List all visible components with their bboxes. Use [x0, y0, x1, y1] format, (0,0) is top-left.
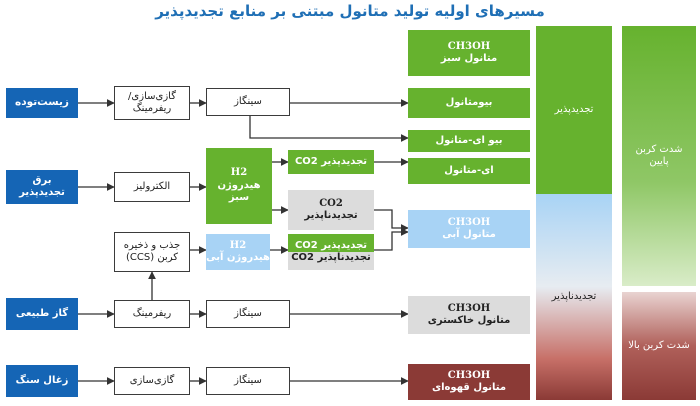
nonrenewable-co2: CO2 تجدیدناپذیر — [288, 190, 374, 230]
process-electrolysis-label: الکترولیز — [133, 180, 171, 192]
source-electricity: برق تجدیدپذیر — [6, 170, 78, 204]
blue-hydrogen: H2 هیدروژن آبی — [206, 234, 270, 270]
product-bio-e-methanol-label: بیو ای-متانول — [435, 134, 503, 146]
process-gasification-reforming-label: گازی‌سازی/ ریفرمینگ — [128, 90, 176, 115]
product-blue-methanol-formula: CH3OH — [447, 216, 491, 228]
arrow-syngas-to-bio-e-methanol — [249, 114, 409, 142]
process-syngas-coal-label: سینگاز — [234, 374, 262, 386]
carbon-intensity-low: شدت کربن پایین — [622, 26, 696, 286]
product-brown-methanol-label: متانول قهوه‌ای — [431, 382, 507, 393]
source-coal-label: زغال سنگ — [15, 374, 69, 386]
mixed-co2-nonrenewable-label: تجدیدناپذیر CO2 — [291, 252, 371, 263]
blue-hydrogen-formula: H2 — [229, 239, 247, 251]
process-electrolysis: الکترولیز — [114, 172, 190, 202]
category-renewable: تجدیدپذیر — [536, 26, 612, 194]
green-hydrogen-formula: H2 — [230, 167, 248, 179]
category-nonrenewable: تجدیدناپذیر — [536, 194, 612, 400]
source-biomass: زیست‌توده — [6, 88, 78, 118]
product-grey-methanol-formula: CH3OH — [447, 302, 491, 314]
nonrenewable-co2-label: تجدیدناپذیر — [304, 210, 358, 221]
renewable-co2: تجدیدپذیر CO2 — [288, 150, 374, 174]
green-hydrogen-label: هیدروژن سبز — [217, 179, 261, 204]
product-e-methanol-label: ای-متانول — [444, 164, 494, 176]
source-natural-gas: گاز طبیعی — [6, 298, 78, 330]
process-gasification-reforming: گازی‌سازی/ ریفرمینگ — [114, 86, 190, 120]
process-syngas-natural-gas: سینگاز — [206, 300, 290, 328]
renewable-co2-label: تجدیدپذیر CO2 — [294, 155, 368, 167]
process-gasification-coal: گازی‌سازی — [114, 367, 190, 395]
source-natural-gas-label: گاز طبیعی — [15, 307, 69, 319]
carbon-intensity-high: شدت کربن بالا — [622, 292, 696, 400]
source-biomass-label: زیست‌توده — [15, 96, 69, 109]
product-grey-methanol-label: متانول خاکستری — [427, 315, 511, 326]
arrow-nonrenewable-co2-to-blue-methanol — [374, 209, 409, 232]
category-renewable-label: تجدیدپذیر — [554, 103, 594, 115]
diagram-title: مسیرهای اولیه تولید متانول مبتنی بر مناب… — [155, 2, 545, 20]
process-syngas-natural-gas-label: سینگاز — [234, 307, 262, 319]
arrow-mixed-co2-to-blue-methanol — [374, 228, 409, 251]
product-biomethanol-label: بیومتانول — [445, 96, 493, 108]
nonrenewable-co2-formula: CO2 — [319, 197, 343, 209]
product-green-methanol-formula: CH3OH — [447, 40, 491, 52]
green-hydrogen: H2 هیدروژن سبز — [206, 148, 272, 224]
product-brown-methanol-formula: CH3OH — [447, 369, 491, 381]
product-brown-methanol: CH3OH متانول قهوه‌ای — [408, 364, 530, 400]
blue-hydrogen-label: هیدروژن آبی — [206, 252, 270, 263]
mixed-co2-renewable-label: تجدیدپذیر CO2 — [294, 239, 368, 251]
product-grey-methanol: CH3OH متانول خاکستری — [408, 296, 530, 334]
process-syngas-biomass: سینگاز — [206, 88, 290, 116]
process-ccs-label: جذب و ذخیره کربن (CCS) — [123, 239, 181, 264]
mixed-co2: تجدیدپذیر CO2 تجدیدناپذیر CO2 — [288, 234, 374, 270]
product-bio-e-methanol: بیو ای-متانول — [408, 130, 530, 152]
process-ccs: جذب و ذخیره کربن (CCS) — [114, 232, 190, 272]
product-e-methanol: ای-متانول — [408, 158, 530, 184]
product-green-methanol: CH3OH متانول سبز — [408, 30, 530, 76]
product-blue-methanol-label: متانول آبی — [442, 229, 496, 240]
category-nonrenewable-label: تجدیدناپذیر — [551, 290, 597, 302]
carbon-intensity-high-label: شدت کربن بالا — [628, 339, 690, 351]
process-reforming: ریفرمینگ — [114, 300, 190, 328]
carbon-intensity-low-label: شدت کربن پایین — [635, 143, 683, 168]
process-gasification-coal-label: گازی‌سازی — [129, 374, 175, 386]
process-syngas-biomass-label: سینگاز — [234, 95, 262, 107]
product-green-methanol-label: متانول سبز — [440, 53, 498, 64]
source-coal: زغال سنگ — [6, 365, 78, 397]
product-blue-methanol: CH3OH متانول آبی — [408, 210, 530, 248]
source-electricity-label: برق تجدیدپذیر — [19, 174, 65, 199]
process-syngas-coal: سینگاز — [206, 367, 290, 395]
product-biomethanol: بیومتانول — [408, 88, 530, 118]
process-reforming-label: ریفرمینگ — [132, 307, 172, 319]
